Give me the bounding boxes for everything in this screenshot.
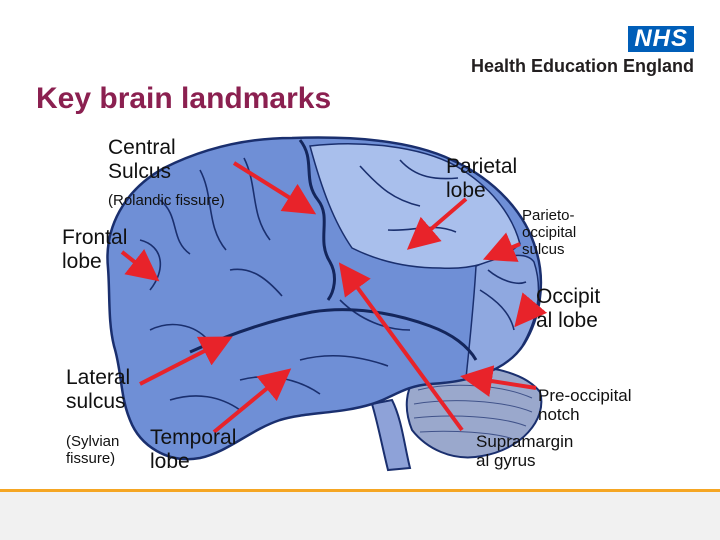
label-central-sulcus: Central Sulcus [108, 136, 176, 183]
label-pre-occipital-notch: Pre-occipital notch [538, 386, 632, 424]
label-lateral-sulcus: Lateral sulcus [66, 366, 130, 413]
label-temporal-lobe: Temporal lobe [150, 426, 236, 473]
label-parieto-occipital-sulcus: Parieto- occipital sulcus [522, 208, 576, 258]
label-frontal-lobe: Frontal lobe [62, 226, 127, 273]
brain-stem [372, 400, 410, 470]
footer-band [0, 492, 720, 540]
label-sylvian-fissure: (Sylvian fissure) [66, 434, 119, 468]
label-rolandic-fissure: (Rolandic fissure) [108, 193, 225, 210]
label-occipital-lobe: Occipit al lobe [536, 285, 600, 332]
occipital-region [466, 255, 538, 378]
label-supramarginal-gyrus: Supramargin al gyrus [476, 432, 573, 470]
label-parietal-lobe: Parietal lobe [446, 155, 517, 202]
